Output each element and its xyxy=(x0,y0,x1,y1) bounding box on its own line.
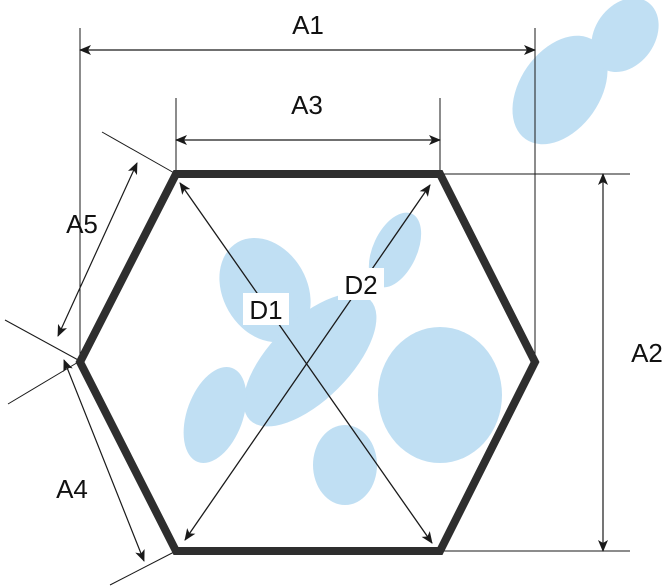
label-a2: A2 xyxy=(631,338,663,368)
diagonal-d2-line xyxy=(184,184,431,541)
label-a3: A3 xyxy=(291,90,323,120)
dimension-a5-line xyxy=(57,162,138,337)
label-a4: A4 xyxy=(56,474,88,504)
label-a5: A5 xyxy=(66,209,98,239)
watermark-logo xyxy=(183,0,659,505)
label-d1: D1 xyxy=(249,295,282,325)
label-a1: A1 xyxy=(292,10,324,40)
label-d2: D2 xyxy=(344,270,377,300)
dimension-a4-line xyxy=(63,359,145,562)
